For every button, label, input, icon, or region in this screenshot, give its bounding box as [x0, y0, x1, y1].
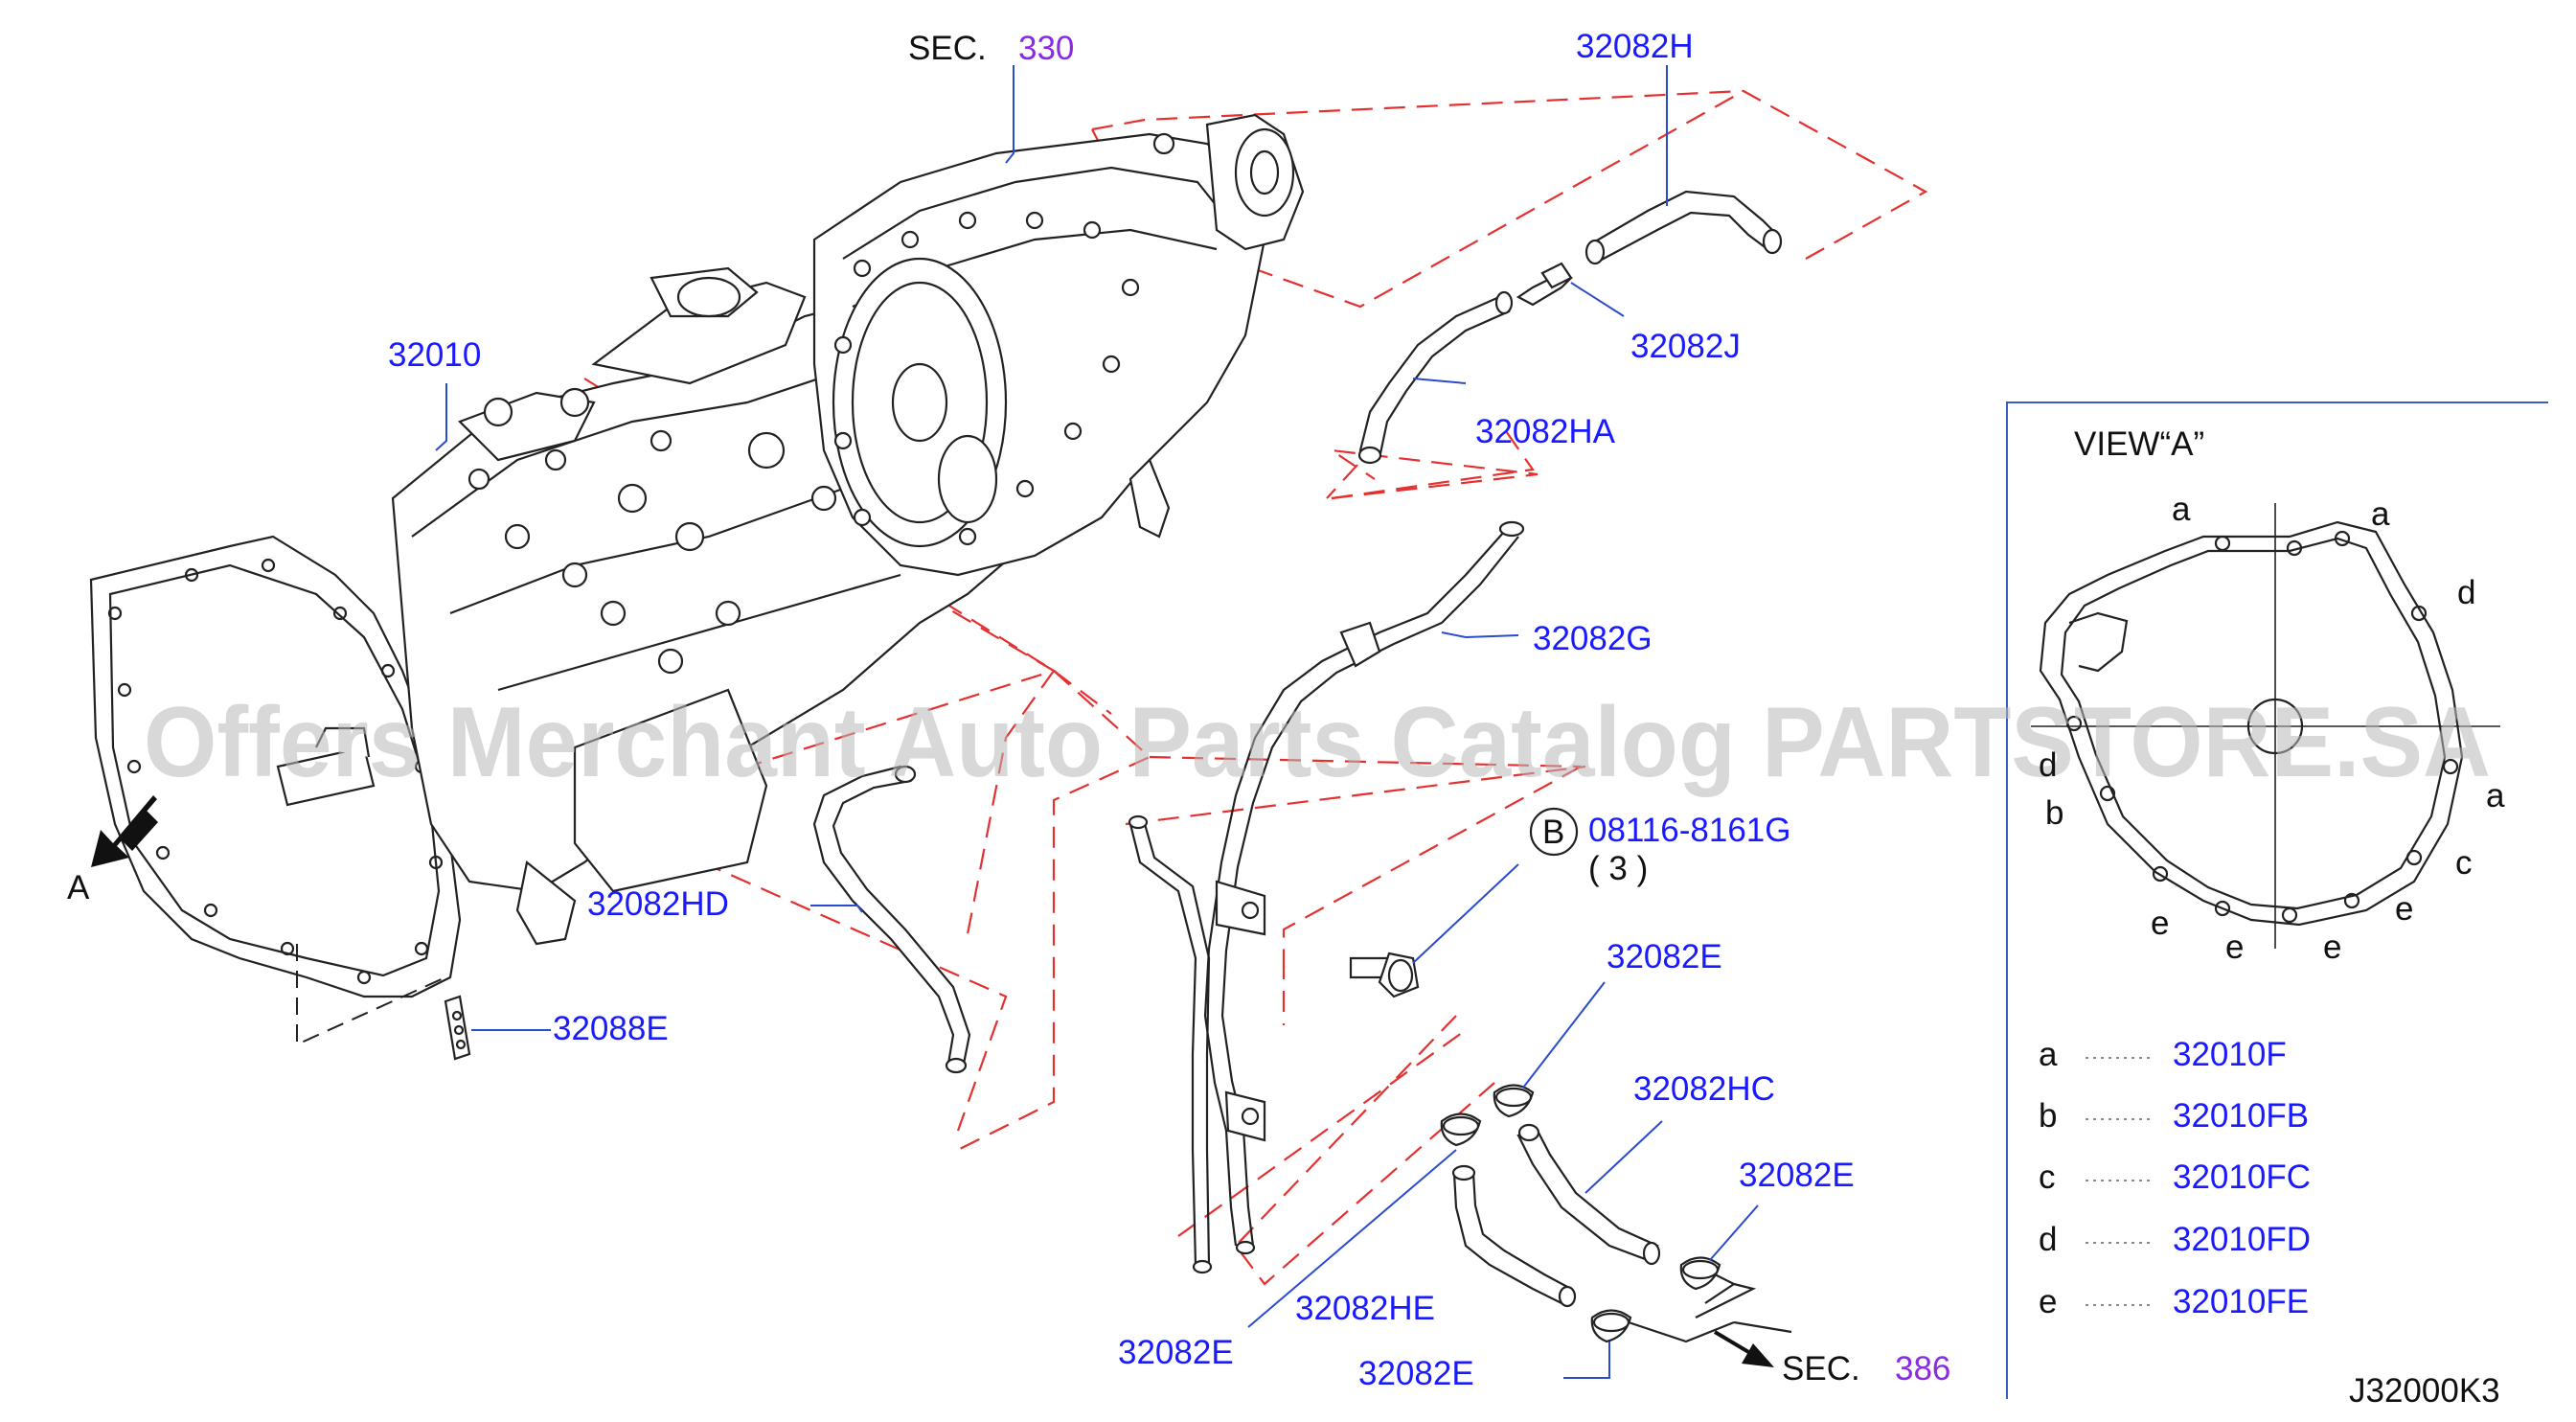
sec-330-number: 330 — [1018, 30, 1074, 67]
part-labels: SEC. 330 32082H 32082J 32082HA 32010 320… — [67, 28, 2505, 1410]
label-32082H: 32082H — [1576, 28, 1694, 65]
label-32082E-right: 32082E — [1739, 1157, 1855, 1194]
bolt-letter-e-4: e — [2395, 890, 2413, 928]
sec-386-arrow — [1713, 1330, 1774, 1367]
bolt-letter-b-left: b — [2045, 794, 2063, 832]
bolt-quantity: ( 3 ) — [1588, 850, 1648, 887]
view-a-legend: a 32010F b 32010FB c 32010FC d 32010FD e… — [2039, 1036, 2311, 1320]
bolt-letter-d-left: d — [2039, 746, 2057, 784]
legend-key: e — [2039, 1283, 2057, 1320]
transmission-assembly — [89, 113, 1305, 998]
case-bosses — [467, 387, 837, 675]
leader-lines — [435, 65, 1759, 1379]
bolt-letter-e-2: e — [2225, 929, 2244, 966]
legend-value: 32010FB — [2173, 1097, 2309, 1135]
transfer-bolts — [833, 211, 1140, 546]
bolt-circle-letter: B — [1542, 814, 1564, 851]
view-a-marker: A — [67, 869, 90, 906]
label-32082E-bottom: 32082E — [1358, 1355, 1474, 1392]
hoses — [444, 190, 1792, 1343]
view-a-title: VIEW“A” — [2074, 425, 2204, 463]
diagram-code: J32000K3 — [2349, 1372, 2500, 1410]
label-32088E: 32088E — [553, 1010, 669, 1047]
legend-value: 32010FD — [2173, 1221, 2311, 1258]
bolt-letter-d-right: d — [2457, 574, 2475, 611]
sec-386-prefix: SEC. — [1782, 1350, 1860, 1388]
sec-386-number: 386 — [1895, 1350, 1950, 1388]
bolt-reference-circle — [1529, 807, 1579, 857]
legend-key: a — [2039, 1036, 2058, 1073]
label-32082G: 32082G — [1533, 620, 1653, 657]
sec-330-prefix: SEC. — [908, 30, 987, 67]
label-32010: 32010 — [388, 336, 481, 374]
label-32082HD: 32082HD — [587, 885, 729, 923]
label-32082E-upper: 32082E — [1607, 938, 1722, 975]
label-32082HA: 32082HA — [1475, 413, 1616, 450]
sensor-guide-lines — [296, 944, 446, 1046]
label-32082HE: 32082HE — [1295, 1290, 1435, 1327]
legend-value: 32010FE — [2173, 1283, 2309, 1320]
legend-value: 32010F — [2173, 1036, 2287, 1073]
bolt-letter-c-right: c — [2455, 844, 2473, 882]
label-32082HC: 32082HC — [1633, 1070, 1775, 1108]
view-a-holes — [2065, 530, 2459, 924]
bolt-letter-e-1: e — [2151, 905, 2169, 942]
watermark: Offers Merchant Auto Parts Catalog PARTS… — [144, 687, 2491, 798]
legend-value: 32010FC — [2173, 1158, 2311, 1196]
label-32082J: 32082J — [1630, 328, 1741, 365]
legend-key: d — [2039, 1221, 2057, 1258]
bolt-letter-e-3: e — [2323, 929, 2341, 966]
label-32082E-left: 32082E — [1118, 1334, 1234, 1371]
bolt-letter-a-top-right: a — [2371, 495, 2390, 533]
legend-key: b — [2039, 1097, 2057, 1135]
view-arrow — [91, 795, 158, 867]
bolt-letter-a-top-left: a — [2172, 491, 2191, 528]
legend-key: c — [2039, 1158, 2056, 1196]
view-a-panel — [2006, 401, 2548, 1399]
label-08116-8161G: 08116-8161G — [1588, 812, 1790, 849]
hose-clamps — [1440, 1084, 1721, 1343]
bolt-letter-a-right: a — [2486, 777, 2505, 814]
